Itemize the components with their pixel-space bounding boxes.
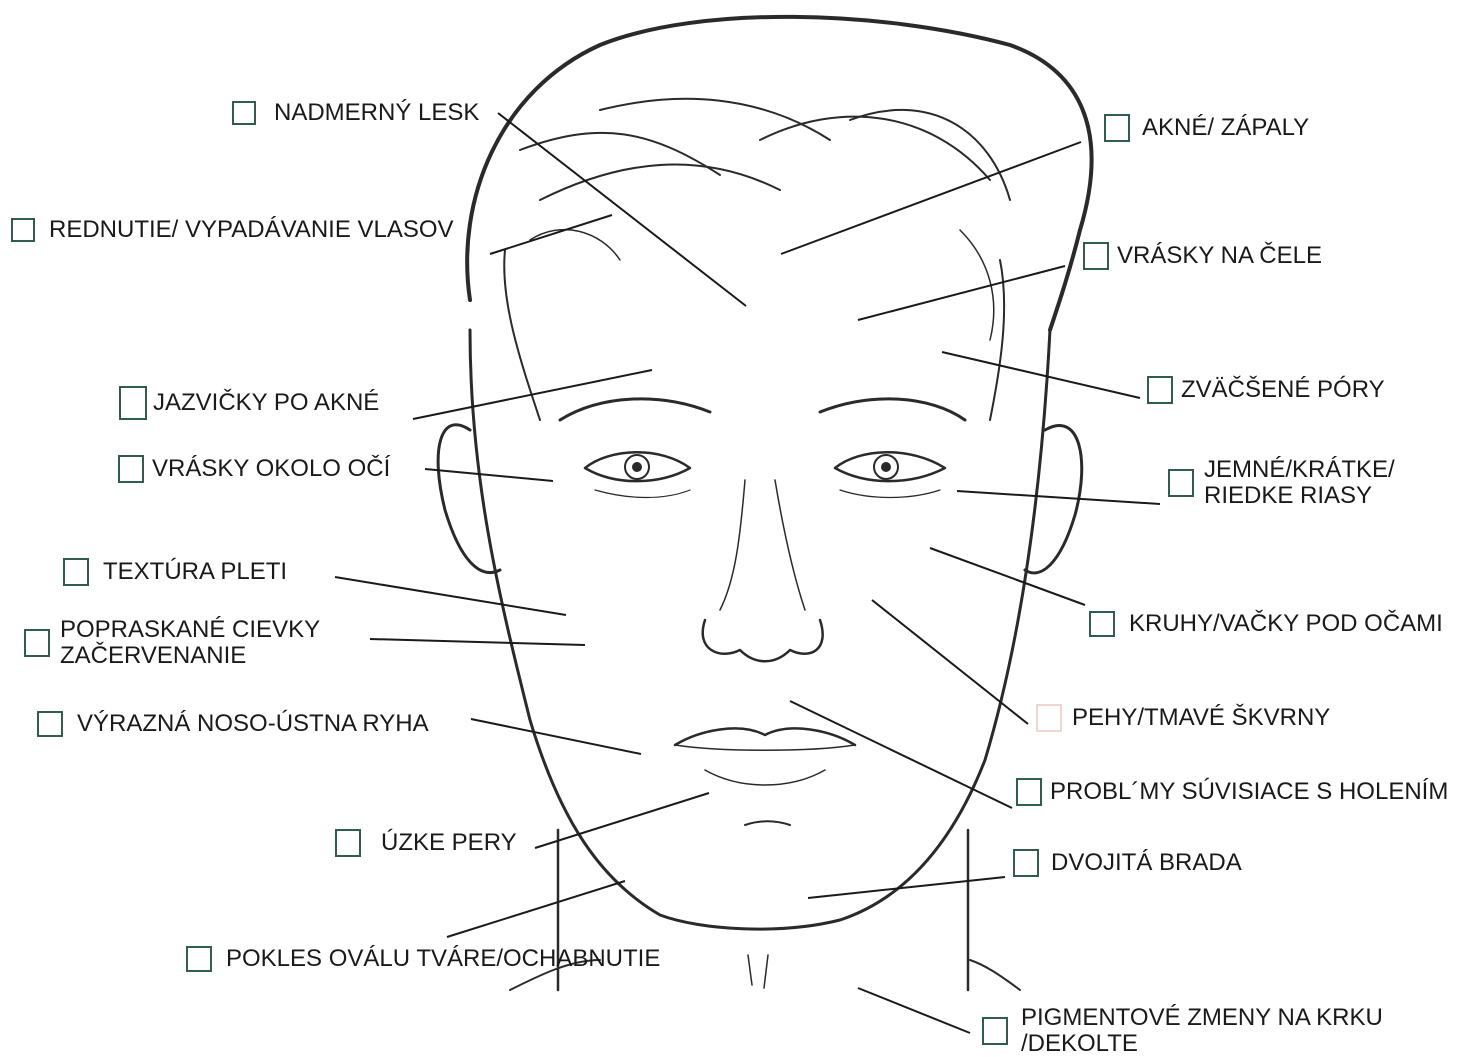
leader-line — [858, 988, 970, 1033]
option-pigment[interactable]: PIGMENTOVÉ ZMENY NA KRKU /DEKOLTE — [982, 1005, 1383, 1057]
checkbox[interactable] — [982, 1017, 1008, 1045]
eyebrow-right — [820, 399, 965, 420]
option-label: REDNUTIE/ VYPADÁVANIE VLASOV — [49, 217, 454, 243]
option-label: JEMNÉ/KRÁTKE/ — [1204, 457, 1395, 483]
hair-strand — [530, 230, 620, 260]
option-label-line2: RIEDKE RIASY — [1204, 483, 1395, 509]
leader-line — [471, 719, 641, 754]
option-ryha[interactable]: VÝRAZNÁ NOSO-ÚSTNA RYHA — [37, 711, 429, 737]
checkbox[interactable] — [1104, 114, 1130, 142]
option-label: NADMERNÝ LESK — [274, 100, 479, 126]
checkbox[interactable] — [335, 829, 361, 857]
lower-lip — [705, 770, 825, 785]
leader-line — [413, 370, 652, 419]
option-cievky[interactable]: POPRASKANÉ CIEVKY ZAČERVENANIE — [24, 617, 320, 669]
checkbox[interactable] — [1036, 704, 1062, 732]
option-label: AKNÉ/ ZÁPALY — [1142, 115, 1309, 141]
leader-line — [790, 701, 1012, 808]
option-label: KRUHY/VAČKY POD OČAMI — [1129, 611, 1443, 637]
leader-line — [335, 577, 566, 615]
checkbox[interactable] — [118, 455, 144, 483]
checkbox[interactable] — [37, 711, 63, 737]
checkbox[interactable] — [1168, 469, 1194, 497]
option-pery[interactable]: ÚZKE PERY — [335, 829, 517, 857]
hair-strand — [600, 99, 830, 140]
option-rednutie[interactable]: REDNUTIE/ VYPADÁVANIE VLASOV — [11, 217, 454, 243]
option-label: DVOJITÁ BRADA — [1051, 850, 1242, 876]
leader-line — [781, 142, 1081, 254]
upper-lip — [675, 728, 855, 745]
option-nadmerny-lesk[interactable]: NADMERNÝ LESK — [232, 100, 479, 126]
option-akne[interactable]: AKNÉ/ ZÁPALY — [1104, 114, 1309, 142]
option-jazvicky[interactable]: JAZVIČKY PO AKNÉ — [119, 386, 379, 420]
chin-crease — [745, 821, 790, 825]
option-label: ZVÄČŠENÉ PÓRY — [1181, 377, 1385, 403]
hair-strand — [760, 117, 990, 180]
leader-line — [957, 491, 1160, 504]
checkbox[interactable] — [1089, 611, 1115, 637]
checkbox[interactable] — [1083, 242, 1109, 270]
option-label: VRÁSKY NA ČELE — [1117, 243, 1322, 269]
option-label: PROBL´MY SÚVISIACE S HOLENÍM — [1050, 779, 1448, 805]
checkbox[interactable] — [119, 386, 147, 420]
eyebrow-left — [560, 399, 710, 420]
option-label-line2: /DEKOLTE — [1021, 1031, 1383, 1057]
hair-strand — [850, 110, 1010, 200]
option-label: POKLES OVÁLU TVÁRE/OCHABNUTIE — [226, 946, 660, 972]
option-vrasky-cele[interactable]: VRÁSKY NA ČELE — [1083, 242, 1322, 270]
option-pehy[interactable]: PEHY/TMAVÉ ŠKVRNY — [1036, 704, 1330, 732]
option-pory[interactable]: ZVÄČŠENÉ PÓRY — [1147, 376, 1385, 404]
leader-line — [942, 352, 1140, 398]
nose-bridge — [720, 480, 745, 610]
option-brada[interactable]: DVOJITÁ BRADA — [1013, 849, 1242, 877]
option-kruhy[interactable]: KRUHY/VAČKY POD OČAMI — [1089, 611, 1443, 637]
leader-line — [498, 113, 746, 306]
option-textura[interactable]: TEXTÚRA PLETI — [63, 558, 287, 586]
leader-line — [872, 600, 1028, 724]
option-label: VRÁSKY OKOLO OČÍ — [152, 456, 390, 482]
option-label: TEXTÚRA PLETI — [103, 559, 287, 585]
nose-bridge — [775, 480, 805, 610]
leader-line — [370, 639, 585, 645]
option-label: JAZVIČKY PO AKNÉ — [153, 390, 379, 416]
checkbox[interactable] — [11, 218, 35, 242]
checkbox[interactable] — [1147, 376, 1173, 404]
option-label-line2: ZAČERVENANIE — [60, 643, 320, 669]
option-pokles[interactable]: POKLES OVÁLU TVÁRE/OCHABNUTIE — [186, 946, 660, 972]
leader-line — [930, 548, 1085, 605]
option-holenie[interactable]: PROBL´MY SÚVISIACE S HOLENÍM — [1016, 778, 1448, 806]
option-vrasky-oci[interactable]: VRÁSKY OKOLO OČÍ — [118, 455, 390, 483]
checkbox[interactable] — [63, 558, 89, 586]
nose-base — [703, 620, 823, 661]
option-riasy[interactable]: JEMNÉ/KRÁTKE/ RIEDKE RIASY — [1168, 457, 1395, 509]
checkbox[interactable] — [186, 946, 212, 972]
checkbox[interactable] — [232, 101, 256, 125]
checkbox[interactable] — [1013, 849, 1039, 877]
option-label: VÝRAZNÁ NOSO-ÚSTNA RYHA — [77, 711, 429, 737]
option-label: PEHY/TMAVÉ ŠKVRNY — [1072, 705, 1330, 731]
hair-strand — [540, 165, 780, 200]
leader-line — [425, 469, 553, 481]
leader-line — [858, 266, 1065, 320]
option-label: PIGMENTOVÉ ZMENY NA KRKU — [1021, 1005, 1383, 1031]
leader-line — [490, 215, 612, 254]
option-label: ÚZKE PERY — [381, 830, 517, 856]
leader-line — [447, 881, 625, 937]
checkbox[interactable] — [1016, 778, 1042, 806]
checkbox[interactable] — [24, 629, 50, 657]
lip-line — [675, 745, 855, 750]
option-label: POPRASKANÉ CIEVKY — [60, 617, 320, 643]
